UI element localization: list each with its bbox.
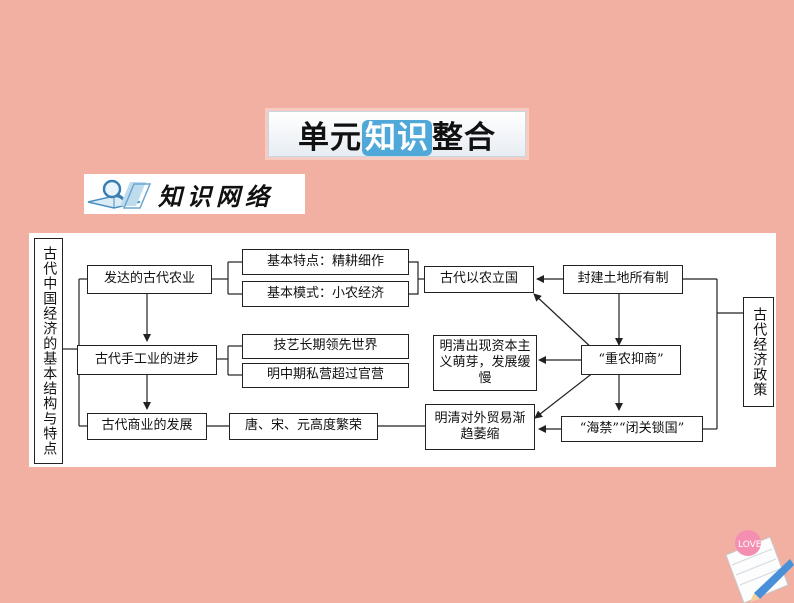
- node-agri-over-commerce: “重农抑商”: [581, 345, 681, 375]
- banner-title-highlight: 知识: [362, 119, 432, 156]
- unit-summary-title: 单元知识整合: [298, 112, 496, 157]
- node-basic-mode: 基本模式：小农经济: [242, 281, 409, 307]
- economic-policy-title-box: 古代经济政策: [743, 297, 774, 407]
- node-foreign-trade-shrinking: 明清对外贸易渐趋萎缩: [425, 404, 535, 450]
- knowledge-network-title: 知识网络: [158, 181, 274, 211]
- node-capitalism-sprouts: 明清出现资本主义萌芽，发展缓慢: [433, 335, 537, 391]
- node-commerce-development: 古代商业的发展: [87, 413, 207, 440]
- node-basic-feature: 基本特点：精耕细作: [242, 249, 409, 275]
- node-tang-song-yuan: 唐、宋、元高度繁荣: [229, 413, 378, 440]
- node-sea-ban: “海禁”“闭关锁国”: [561, 416, 703, 442]
- banner-title-part-1: 单元: [298, 119, 362, 156]
- heart-sticker-icon: [735, 530, 761, 556]
- connector-lines: [63, 261, 743, 433]
- banner-title-part-2: 整合: [432, 119, 496, 156]
- knowledge-network-banner: 知识网络: [84, 174, 305, 214]
- node-handicraft-progress: 古代手工业的进步: [77, 345, 217, 375]
- node-tech-leading: 技艺长期领先世界: [242, 334, 409, 359]
- node-developed-agriculture: 发达的古代农业: [87, 265, 212, 294]
- node-agri-state: 古代以农立国: [424, 266, 534, 293]
- book-magnifier-icon: [87, 179, 152, 209]
- basic-structure-title-box: 古代中国经济的基本结构与特点: [34, 238, 63, 464]
- sticker-text: LOVE: [738, 540, 762, 550]
- unit-summary-banner: 单元知识整合: [268, 111, 526, 157]
- pencil-paper-decoration: LOVE: [725, 530, 794, 603]
- knowledge-map: 古代中国经济的基本结构与特点 发达的古代农业 古代手工业的进步 古代商业的发展 …: [29, 233, 776, 467]
- node-private-over-official: 明中期私营超过官营: [242, 363, 409, 388]
- node-feudal-land-ownership: 封建土地所有制: [563, 265, 683, 294]
